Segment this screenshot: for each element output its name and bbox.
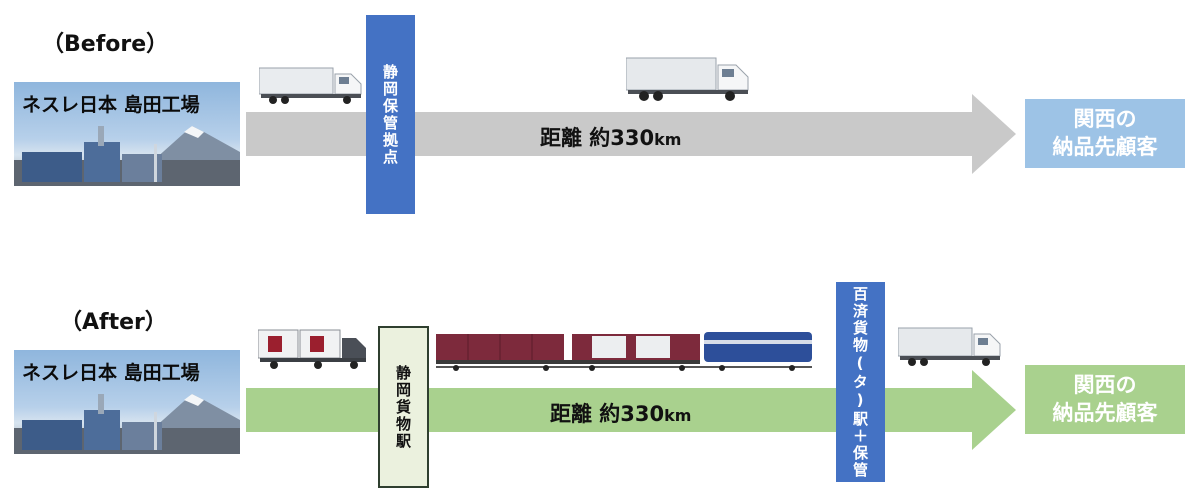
distance-unit: km bbox=[654, 130, 682, 149]
before-label: （Before） bbox=[42, 32, 169, 57]
dest-line1: 関西の bbox=[1073, 107, 1137, 132]
distance-before: 距離 約330km bbox=[540, 122, 681, 152]
dest-line1: 関西の bbox=[1073, 373, 1137, 398]
route-arrow-after bbox=[246, 370, 1016, 450]
container-truck-icon bbox=[257, 328, 368, 376]
distance-text: 距離 約330 bbox=[550, 402, 665, 426]
freight-train-icon bbox=[436, 326, 816, 378]
truck-icon bbox=[897, 326, 1004, 372]
shizuoka-freight-station: 静岡貨物駅 bbox=[378, 326, 429, 488]
distance-unit: km bbox=[664, 406, 692, 425]
truck-icon bbox=[625, 56, 752, 106]
distance-text: 距離 約330 bbox=[540, 126, 655, 150]
factory-name: ネスレ日本 島田工場 bbox=[22, 94, 200, 116]
factory-photo-before: ネスレ日本 島田工場 bbox=[14, 82, 240, 186]
factory-name: ネスレ日本 島田工場 bbox=[22, 362, 200, 384]
dest-line2: 納品先顧客 bbox=[1052, 400, 1158, 425]
truck-icon bbox=[258, 66, 365, 110]
after-label: （After） bbox=[60, 310, 167, 335]
dest-line2: 納品先顧客 bbox=[1052, 134, 1158, 159]
factory-photo-after: ネスレ日本 島田工場 bbox=[14, 350, 240, 454]
kansai-customer-before: 関西の 納品先顧客 bbox=[1025, 99, 1185, 168]
kansai-customer-after: 関西の 納品先顧客 bbox=[1025, 365, 1185, 434]
distance-after: 距離 約330km bbox=[550, 398, 691, 428]
route-arrow-before bbox=[246, 94, 1016, 174]
shizuoka-storage-hub: 静岡保管拠点 bbox=[366, 15, 415, 214]
kudara-freight-terminal: 百済貨物(タ)駅＋保管 bbox=[836, 282, 885, 482]
